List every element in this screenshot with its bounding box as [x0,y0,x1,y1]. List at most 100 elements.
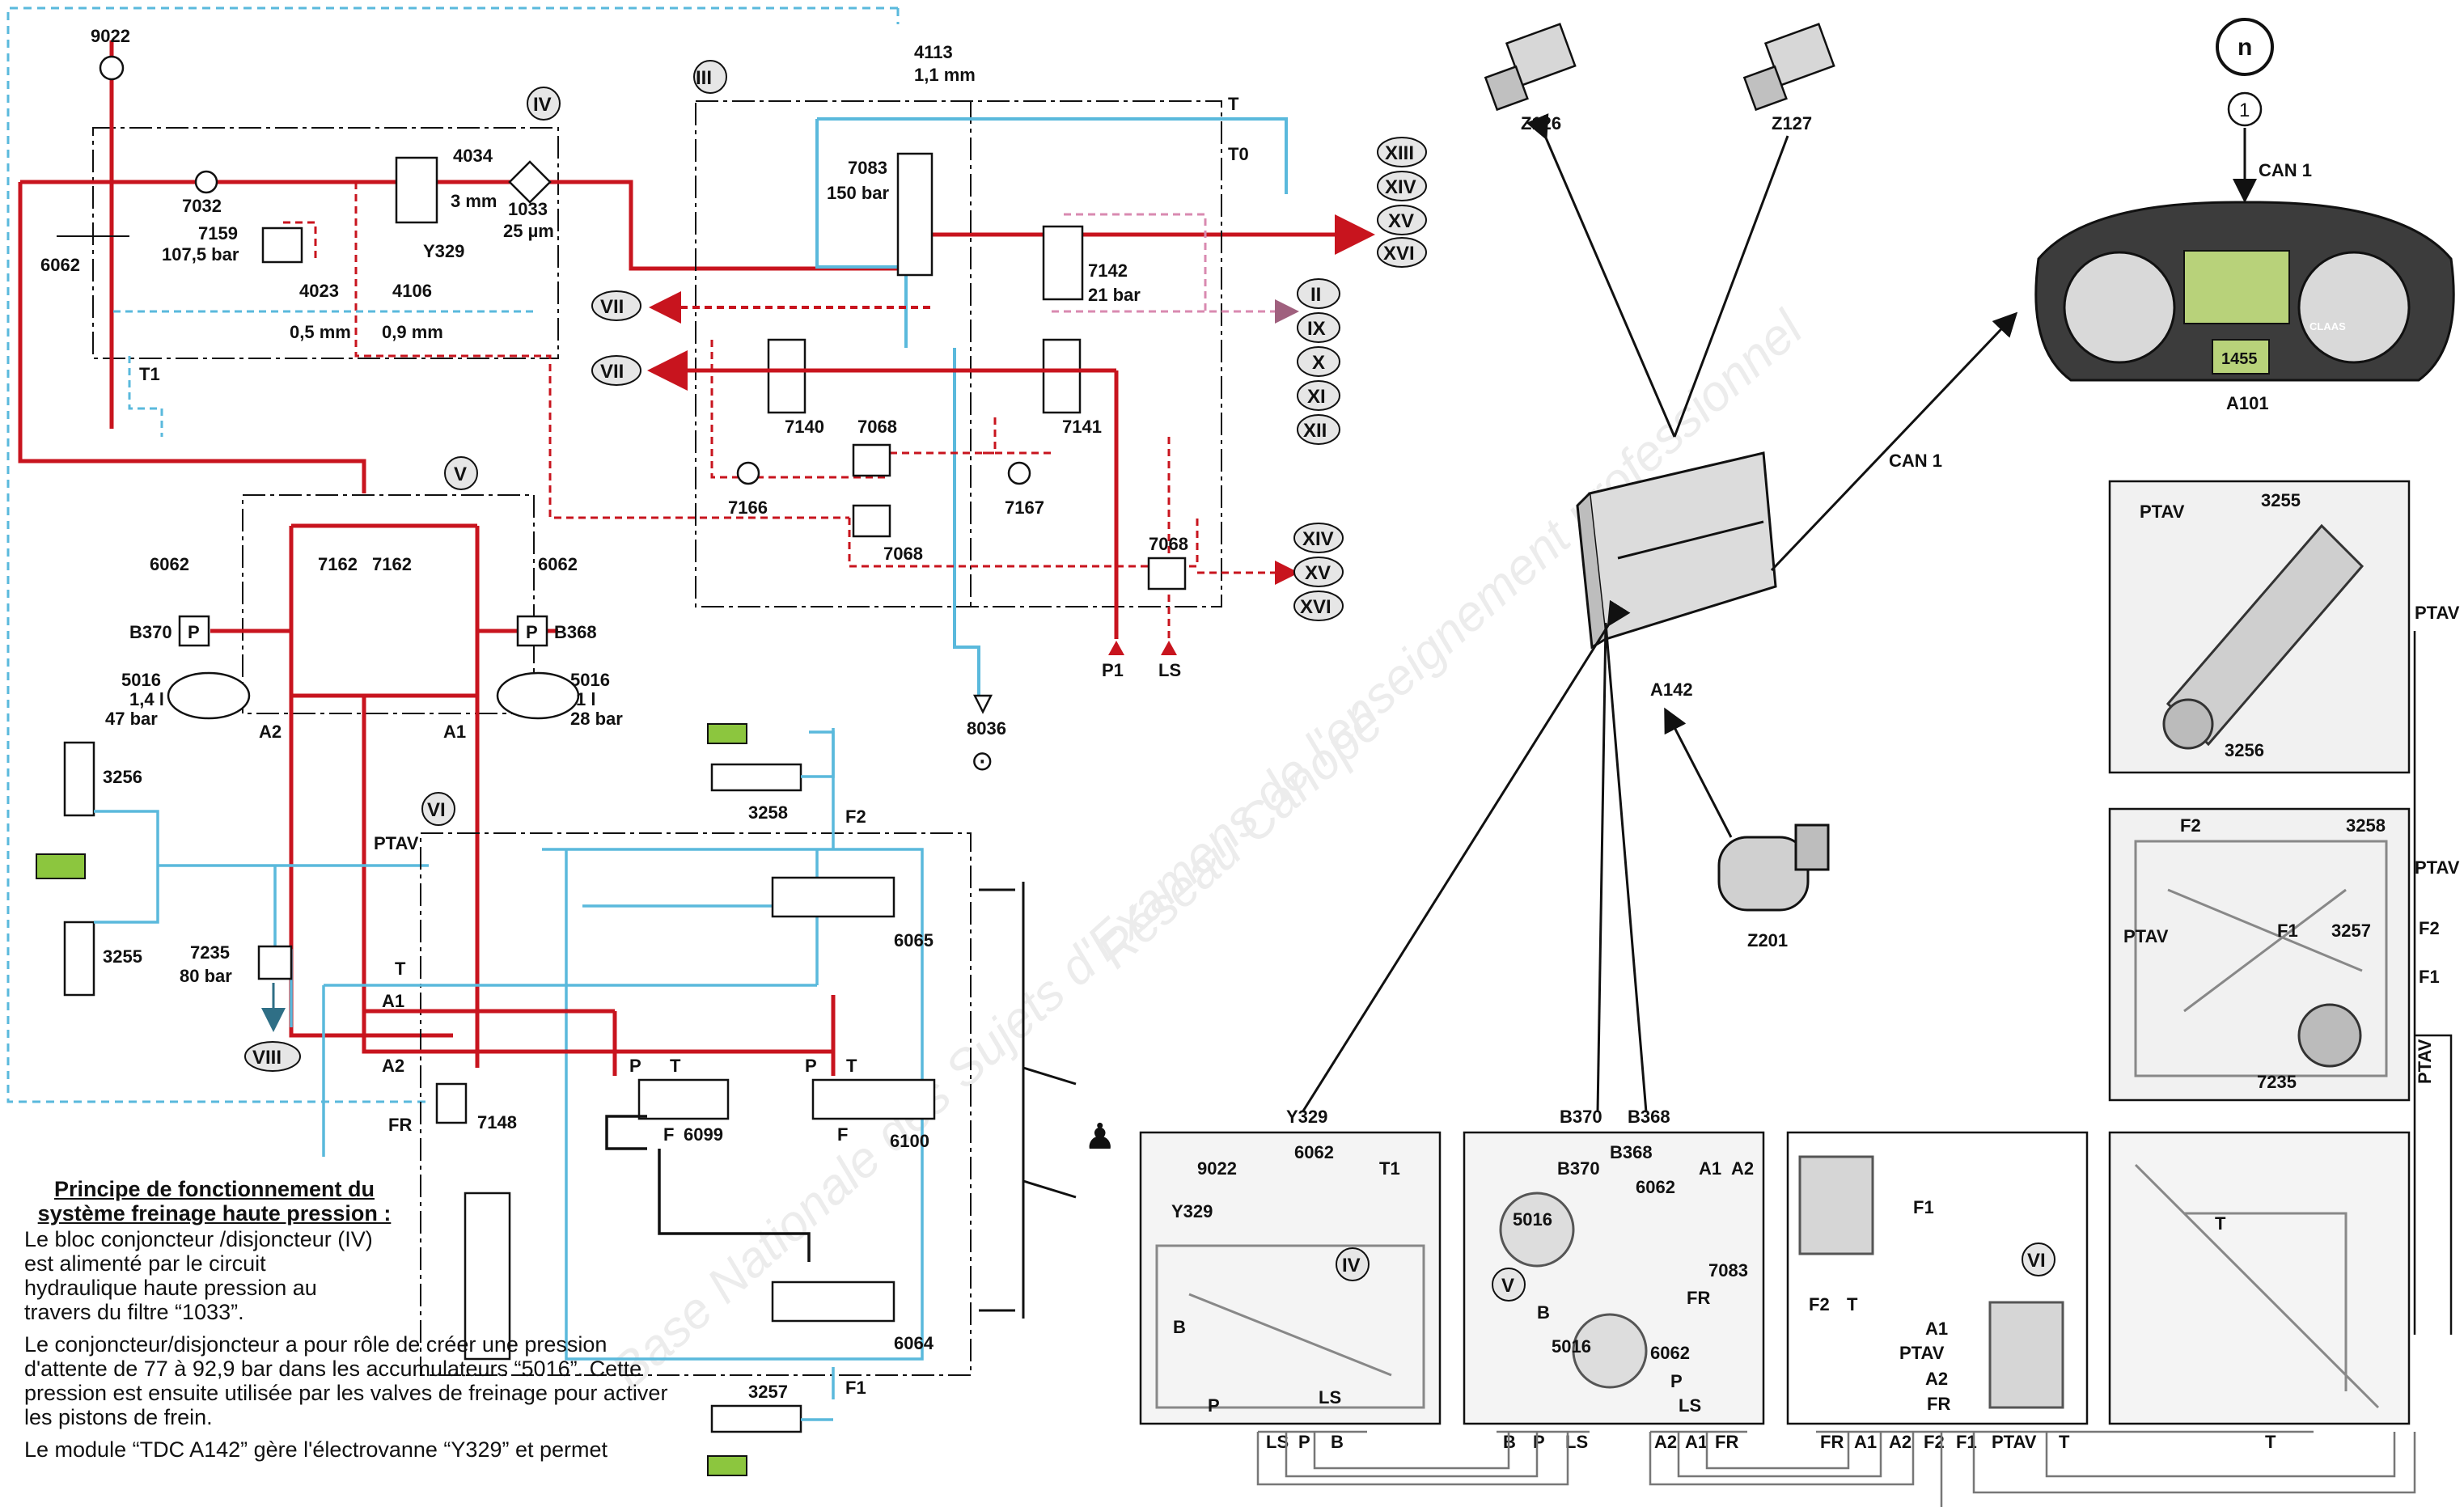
block-vi-frame [420,832,972,1376]
sensor-z126-icon [1484,23,1577,112]
photo-3-labels: F1 F2 T VI A1 PTAV A2 FR [1809,1197,2055,1414]
p1-label-0: 9022 [1197,1158,1237,1179]
label-t-6100: T [846,1056,857,1076]
connector-lines [1256,1430,2416,1507]
label-3258: 3258 [748,802,788,823]
label-4034: 4034 [453,146,493,166]
label-7142: 7142 [1088,260,1128,281]
photo-4 [2108,1131,2411,1425]
ls-marker-icon [1161,641,1177,655]
roman-ix: IX [1307,318,1326,340]
label-b370-p: P [188,622,200,642]
label-3257-photo: 3257 [2331,921,2371,941]
valve-7142-icon [1042,225,1084,301]
photo-2-accumulator-2 [1572,1313,1648,1389]
valve-6065-icon [771,876,895,918]
label-7235-photo: 7235 [2257,1072,2297,1092]
photo-4-labels: T [2215,1213,2226,1234]
p2-label-6: V [1501,1275,1514,1297]
label-3255: 3255 [103,946,142,967]
sensor-z201-icon [1717,823,1830,912]
label-4034-size: 3 mm [451,191,497,211]
conn-c5-2: PTAV [1992,1432,2037,1452]
can1-mid-line [1770,311,2018,572]
label-a2-v: A2 [259,722,282,742]
photo-3-valve-a [1798,1155,1874,1255]
label-z201: Z201 [1747,930,1788,950]
label-p-6100: P [805,1056,817,1076]
return-loop-line [6,6,900,1103]
valve-7140-icon [767,338,807,414]
p2-label-9: FR [1687,1288,1710,1308]
sensor-b368-icon [516,615,548,647]
conn-c5-3: T [2059,1432,2070,1452]
label-b368: B368 [554,622,597,642]
label-t: T [1228,94,1239,114]
label-7142-pressure: 21 bar [1088,285,1141,305]
wire-z201 [1664,707,1733,838]
dash-gauge-left [2063,251,2176,364]
label-t-vi: T [395,959,406,979]
roman-vii-a: VII [600,296,624,318]
p1-label-5: B [1173,1317,1186,1337]
dash-screen-top [2183,250,2290,324]
label-y329: Y329 [423,241,464,261]
label-a1-vi: A1 [382,991,404,1011]
check-7032-icon [194,170,218,194]
label-7166: 7166 [728,497,768,518]
photo-1-drawing [1155,1244,1425,1409]
valve-6100-icon [811,1078,936,1120]
valve-7083-icon [896,152,934,277]
side-lines [2413,631,2453,1335]
p2-label-11: 6062 [1650,1343,1690,1363]
p2-label-12: P [1670,1371,1683,1391]
shuttle-7068-a-icon [852,443,891,477]
check-7166-icon [736,461,760,485]
label-7159: 7159 [198,223,238,243]
label-t-6099: T [670,1056,681,1076]
black-pilot-line [605,1115,811,1262]
label-7068-b: 7068 [883,544,923,564]
cylinder-3258-icon [710,763,802,792]
p2-label-3: A2 [1731,1158,1754,1179]
roman-xiv-b: XIV [1302,528,1334,550]
wires-z126-z127 [1545,136,1789,438]
conn-c1-1: P [1298,1432,1310,1452]
label-f2-photo: F2 [2180,815,2201,836]
roman-xi-badge [1297,380,1340,411]
pedal-linkage [979,882,1077,1319]
roman-xv: XV [1388,210,1414,232]
p2-label-4: 6062 [1636,1177,1675,1197]
conn-c2-2: LS [1565,1432,1588,1452]
label-b370-wire: B370 [1560,1107,1602,1127]
main-supply-line [20,180,914,271]
label-7159-pressure: 107,5 bar [162,244,239,265]
principle-text-block: Principe de fonctionnement du système fr… [24,1177,688,1470]
label-ls: LS [1158,660,1181,680]
label-7068-a: 7068 [857,417,897,437]
label-7032: 7032 [182,196,222,216]
rpm-symbol-icon [2216,18,2274,76]
p2-label-7: B [1537,1302,1550,1323]
label-3256: 3256 [103,767,142,787]
label-7235-p: 80 bar [180,966,232,986]
label-7140: 7140 [785,417,824,437]
p2-label-5: 5016 [1513,1209,1552,1230]
p2-label-0: B370 [1557,1158,1600,1179]
cylinder-3255-icon [63,921,95,997]
p3-label-5: PTAV [1899,1343,1945,1363]
label-fr-vi: FR [388,1115,412,1135]
wire-y329 [1301,599,1631,1113]
label-6062-top: 6062 [40,255,80,275]
label-f1: F1 [845,1378,866,1398]
roman-xv-b-badge [1293,557,1344,587]
dash-screen-bottom [2212,339,2270,375]
roman-xvi-badge [1377,237,1427,268]
photo-3-valve-b [1988,1301,2064,1409]
tank-t0-line [815,119,908,348]
p3-label-1: F2 [1809,1294,1830,1314]
label-t0: T0 [1228,144,1249,164]
label-6062-right: 6062 [538,554,578,574]
label-b368-wire: B368 [1628,1107,1670,1127]
roman-xvi-b-badge [1293,591,1344,621]
